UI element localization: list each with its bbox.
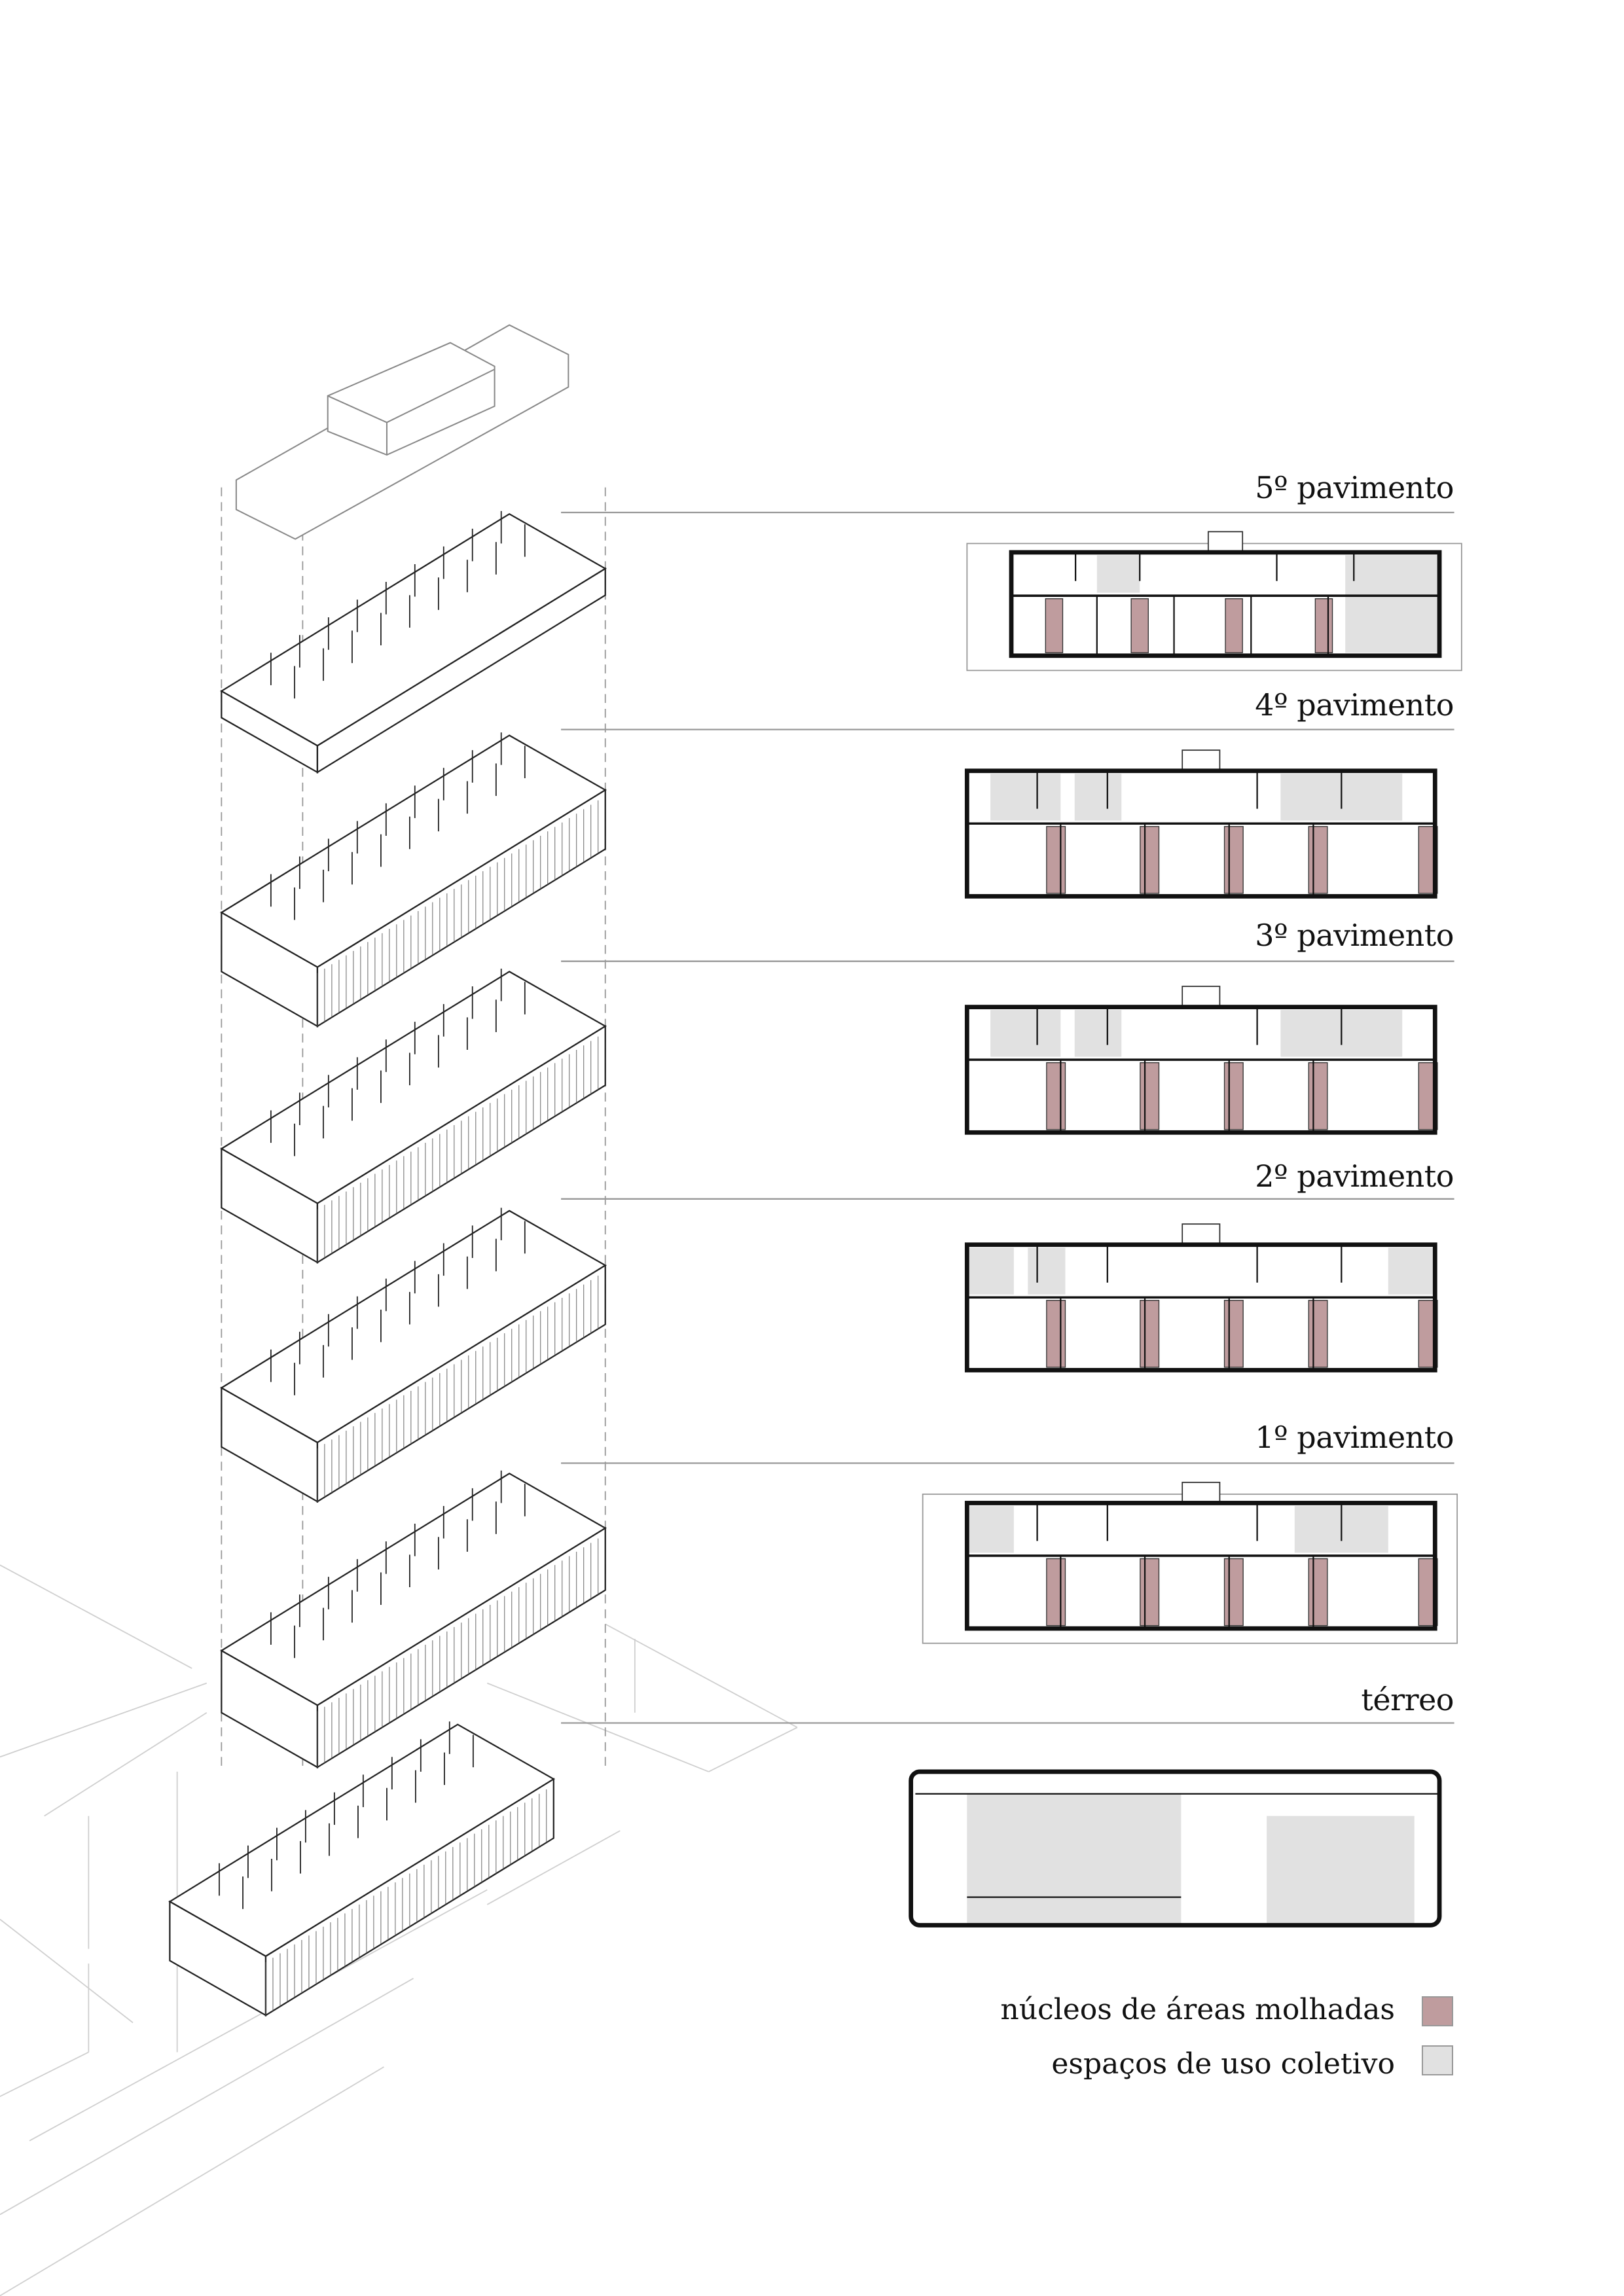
exterior-wall <box>964 768 1437 899</box>
stair-core <box>1182 1481 1221 1504</box>
exterior-wall <box>964 1005 1437 1135</box>
context-line <box>0 1564 192 1669</box>
context-line <box>0 1918 134 2024</box>
context-line <box>0 1682 208 1758</box>
wet-core <box>1046 1300 1066 1368</box>
axon-floor-2 <box>220 1208 607 1503</box>
floor-label-1: 1º pavimento <box>1255 1420 1454 1455</box>
collective-space <box>1388 1247 1435 1295</box>
floor-plan-5 <box>966 531 1462 672</box>
wet-core <box>1314 598 1333 653</box>
collective-space <box>990 1010 1061 1057</box>
wet-core <box>1308 1062 1328 1130</box>
context-line <box>0 2051 89 2097</box>
roof-edge <box>327 395 388 423</box>
collective-space <box>967 1505 1014 1553</box>
context-buildings <box>0 1564 798 2296</box>
legend-wet-cores-label: núcleos de áreas molhadas <box>1000 1993 1395 2026</box>
collective-space <box>1074 774 1122 821</box>
collective-space <box>1345 555 1440 653</box>
wet-core <box>1308 1558 1328 1626</box>
wet-core <box>1046 1558 1066 1626</box>
axon-floor-3 <box>220 968 607 1264</box>
stair-core <box>1182 749 1221 772</box>
context-line <box>486 1682 709 1772</box>
exterior-wall <box>964 1501 1437 1631</box>
collective-space <box>967 1793 1182 1924</box>
floor-plan-4 <box>964 749 1438 899</box>
axon-floor-1 <box>220 1470 607 1769</box>
wet-core <box>1308 826 1328 894</box>
context-line <box>44 1712 208 1817</box>
floor-plan-2 <box>964 1223 1438 1372</box>
collective-space <box>1028 1247 1066 1295</box>
wet-core <box>1308 1300 1328 1368</box>
slab-front-face <box>316 567 606 774</box>
context-line <box>708 1727 798 1772</box>
floor-plan-3 <box>964 986 1438 1135</box>
exterior-wall <box>909 1769 1442 1928</box>
wet-core <box>1046 826 1066 894</box>
wet-core <box>1223 1300 1244 1368</box>
collective-space <box>990 774 1061 821</box>
context-line <box>0 1977 414 2215</box>
roof-edge <box>386 368 496 423</box>
context-line <box>486 1830 621 1905</box>
exterior-wall <box>1009 550 1442 658</box>
stair-core <box>1207 531 1244 553</box>
stair-core <box>1182 986 1221 1008</box>
floor-label-3: 3º pavimento <box>1255 918 1454 953</box>
wet-core <box>1140 1300 1160 1368</box>
wet-core <box>1140 1558 1160 1626</box>
context-line <box>29 1889 488 2142</box>
floor-plan-ground <box>909 1769 1442 1928</box>
floor-label-4: 4º pavimento <box>1255 687 1454 723</box>
legend-collective-label: espaços de uso coletivo <box>1051 2047 1395 2081</box>
collective-space <box>1096 555 1140 593</box>
exterior-wall <box>964 1242 1437 1372</box>
wet-core <box>1225 598 1243 653</box>
collective-space <box>1074 1010 1122 1057</box>
stair-core <box>1182 1223 1221 1246</box>
wet-core <box>1045 598 1064 653</box>
legend-collective-swatch <box>1422 2045 1453 2075</box>
wet-core <box>1140 826 1160 894</box>
floor-label-ground: térreo <box>1361 1682 1454 1717</box>
floor-plan-1 <box>922 1481 1458 1644</box>
wet-core <box>1140 1062 1160 1130</box>
wet-core <box>1223 1062 1244 1130</box>
floor-label-2: 2º pavimento <box>1255 1158 1454 1194</box>
collective-space <box>1267 1816 1415 1924</box>
leader-lines <box>561 511 1454 1724</box>
roof-volume <box>235 324 569 540</box>
legend-wet-cores-swatch <box>1422 1996 1453 2026</box>
axon-ground-floor <box>168 1721 556 2017</box>
context-line <box>0 2066 384 2296</box>
floor-label-5: 5º pavimento <box>1255 470 1454 505</box>
context-line <box>605 1623 798 1729</box>
axon-floor-5 <box>220 511 607 774</box>
wet-core <box>1223 826 1244 894</box>
roof-box <box>327 342 496 456</box>
wet-core <box>1046 1062 1066 1130</box>
axon-floor-4 <box>220 732 607 1028</box>
wet-core <box>1130 598 1149 653</box>
wet-core <box>1223 1558 1244 1626</box>
collective-space <box>967 1247 1014 1295</box>
